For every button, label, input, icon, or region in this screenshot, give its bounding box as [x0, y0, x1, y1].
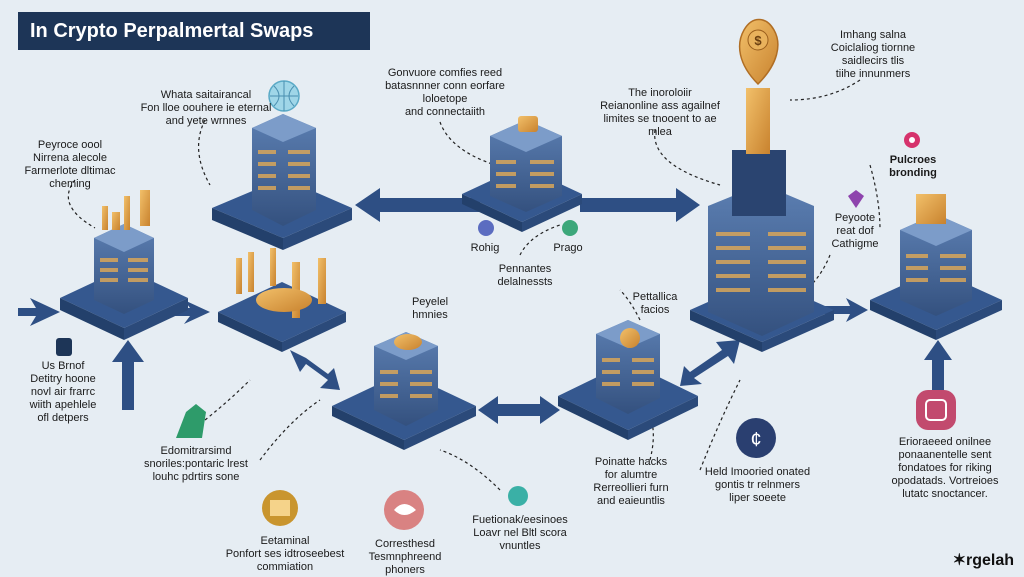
label-bottom-mid-left: Corresthesd Tesmnphreend phoners	[368, 538, 442, 576]
building-mid-left	[218, 248, 346, 352]
label-us-brnof: Us Brnof Detitry hoone novl air frarrc w…	[29, 360, 97, 424]
arrow-left-mid	[172, 300, 210, 324]
label-left-green: Edomitrarsimd snoriles:pontaric lrest lo…	[144, 445, 248, 483]
frame-icon	[916, 390, 956, 430]
building-left	[60, 190, 188, 340]
arrow-top-right	[580, 188, 700, 222]
building-center-bottom	[332, 332, 476, 450]
building-top-center	[462, 116, 582, 236]
label-pennantes: Pennantes delalnessts	[497, 263, 553, 288]
label-bottom-right: Erioraeeed onilnee ponaanentelle sent fo…	[891, 436, 999, 500]
ledger-icon	[56, 338, 72, 356]
label-bottom-right-mid: Held Imooried onated gontis tr relnmers …	[704, 466, 811, 504]
label-prago: Prago	[553, 242, 583, 254]
building-right-bottom	[558, 320, 698, 440]
diamond-icon	[848, 190, 864, 208]
teal-swap-icon	[508, 486, 528, 506]
building-top-left	[212, 80, 352, 250]
svg-text:$: $	[754, 33, 762, 48]
label-top-left-a: Whata saitairancal Fon lloe oouhere ie e…	[140, 89, 272, 127]
arrow-left-up	[112, 340, 144, 410]
arrow-right-in	[820, 298, 868, 322]
arrow-left-in	[18, 298, 60, 326]
green-coin-icon	[562, 220, 578, 236]
teal-coin-icon	[478, 220, 494, 236]
dollar-pin-icon	[738, 18, 779, 86]
label-bottom-center-right: Poinatte hacks for alumtre Rerreollieri …	[593, 456, 669, 507]
brand-logo: ✶rgelah	[952, 552, 1014, 569]
cent-icon	[736, 418, 776, 458]
label-bottom-mid: Fuetionak/eesinoes Loavr nel Bltl scora …	[472, 514, 568, 552]
label-top-left-b: Peyroce oool Nirrena alecole Farmerlote …	[24, 139, 116, 190]
leader-lines	[67, 79, 881, 491]
small-icons: ¢	[56, 338, 956, 530]
orange-coin-icon	[620, 328, 640, 348]
label-top-center: Gonvuore comfies reed batasnnner conn eo…	[385, 67, 505, 118]
label-top-right-mid: The inoroloiir Reianonline ass agailnef …	[600, 87, 720, 138]
page-title: In Crypto Perpalmertal Swaps	[18, 12, 370, 50]
label-top-right-corner: Imhang salna Coiclaliog tiornne saidleci…	[830, 29, 916, 80]
arrow-diag-left	[290, 350, 340, 390]
arrow-top-center	[355, 188, 480, 222]
label-rohig: Rohig	[470, 242, 500, 254]
label-right-diamond: Peyoote reat dof Cathigme	[831, 212, 879, 250]
flow-arrows	[18, 188, 952, 424]
label-pettalica: Pettallica facios	[632, 291, 678, 316]
building-right	[848, 132, 1002, 340]
arrow-bottom-center	[478, 396, 560, 424]
label-right-pink: Pulcroes bronding	[889, 154, 937, 179]
arrow-diag-right	[680, 340, 740, 386]
arrow-right-up	[924, 340, 952, 392]
label-pegyelal: Peyelel hmnies	[411, 296, 449, 321]
label-bottom-left: Eetaminal Ponfort ses idtroseebest commi…	[225, 535, 345, 573]
coin-icon	[394, 334, 422, 350]
tower-right: $	[690, 18, 834, 352]
svg-text:¢: ¢	[750, 429, 761, 451]
green-dollar-icon	[176, 404, 206, 438]
